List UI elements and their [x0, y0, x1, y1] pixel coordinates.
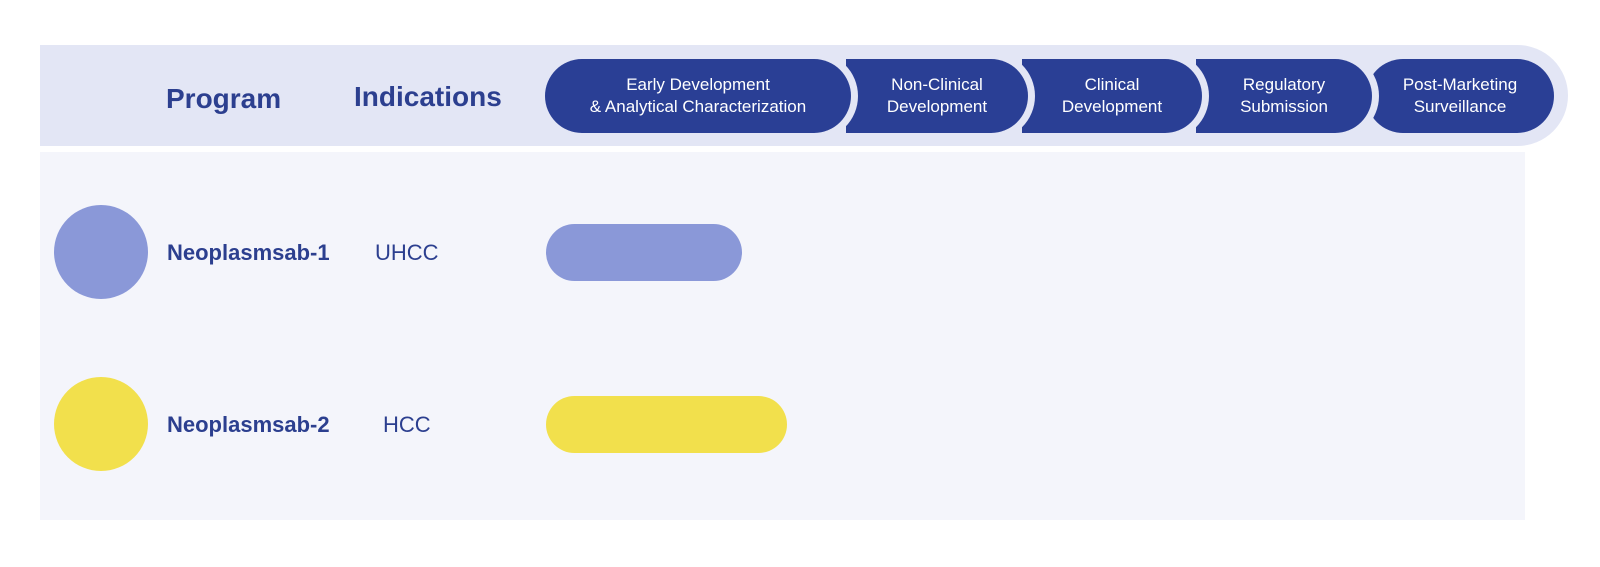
indication-name: HCC: [383, 412, 431, 437]
stage-label-line2: & Analytical Characterization: [589, 97, 807, 116]
program-column-title: Program: [166, 83, 282, 114]
stage-early-development: Early Development & Analytical Character…: [545, 59, 851, 133]
pipeline-body: [40, 152, 1525, 520]
stage-clinical-development: Clinical Development: [1022, 59, 1202, 133]
program-name: Neoplasmsab-2: [167, 412, 330, 437]
stage-label-line2: Submission: [1240, 97, 1328, 116]
progress-bar: [546, 224, 742, 281]
stage-regulatory-submission: Regulatory Submission: [1196, 59, 1372, 133]
stage-non-clinical-development: Non-Clinical Development: [846, 59, 1028, 133]
indication-name: UHCC: [375, 240, 439, 265]
stage-label-line2: Development: [886, 97, 988, 116]
indications-column-title: Indications: [354, 81, 502, 112]
progress-bar: [546, 396, 787, 453]
stage-label-line1: Clinical: [1084, 75, 1140, 94]
stage-label-line1: Post-Marketing: [1402, 75, 1518, 94]
program-color-dot: [54, 205, 148, 299]
stage-label-line2: Development: [1061, 97, 1163, 116]
stage-label-line1: Early Development: [626, 75, 770, 94]
stage-label-line2: Surveillance: [1413, 97, 1507, 116]
stage-label-line1: Non-Clinical: [891, 75, 983, 94]
stage-post-marketing-surveillance: Post-Marketing Surveillance: [1366, 59, 1554, 133]
program-color-dot: [54, 377, 148, 471]
stage-label-line1: Regulatory: [1242, 75, 1326, 94]
program-name: Neoplasmsab-1: [167, 240, 330, 265]
